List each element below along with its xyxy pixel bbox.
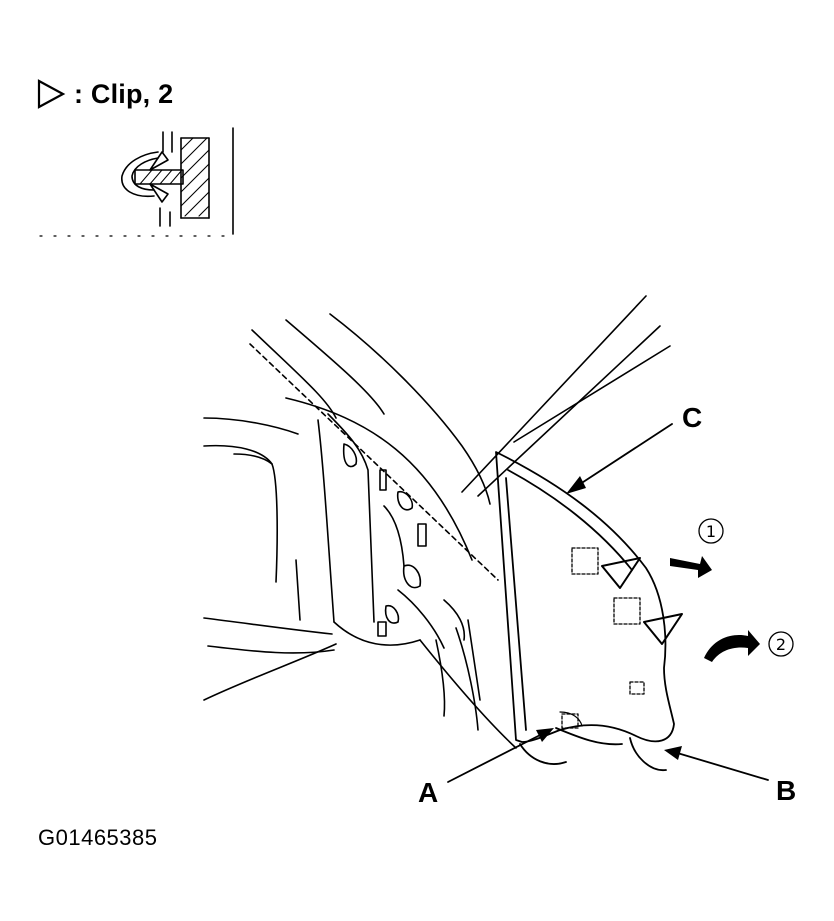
clip-detail-inset <box>39 127 234 237</box>
callout-a: A <box>418 777 439 808</box>
arrowhead-a <box>536 728 554 742</box>
windshield-lines <box>461 295 671 497</box>
figure-id: G01465385 <box>38 825 158 850</box>
step-1-label: 1 <box>706 522 716 541</box>
clip-legend: : Clip, 2 <box>36 74 173 114</box>
step-2-label: 2 <box>776 635 786 654</box>
legend-label: : Clip, 2 <box>74 78 174 109</box>
step-2-circle <box>768 631 794 657</box>
callout-c: C <box>682 402 703 433</box>
pillar-trim-panel <box>495 451 683 771</box>
triangle-outline-icon <box>37 79 66 109</box>
callout-b: B <box>776 775 797 806</box>
arrowhead-b <box>664 746 682 760</box>
step-1-circle <box>698 518 724 544</box>
arrowhead-c <box>566 476 586 494</box>
door-pillar-drawing <box>203 313 517 749</box>
leader-lines <box>447 423 769 783</box>
rotate-arrow-icon <box>704 630 760 662</box>
pull-arrow-icon <box>670 556 712 578</box>
